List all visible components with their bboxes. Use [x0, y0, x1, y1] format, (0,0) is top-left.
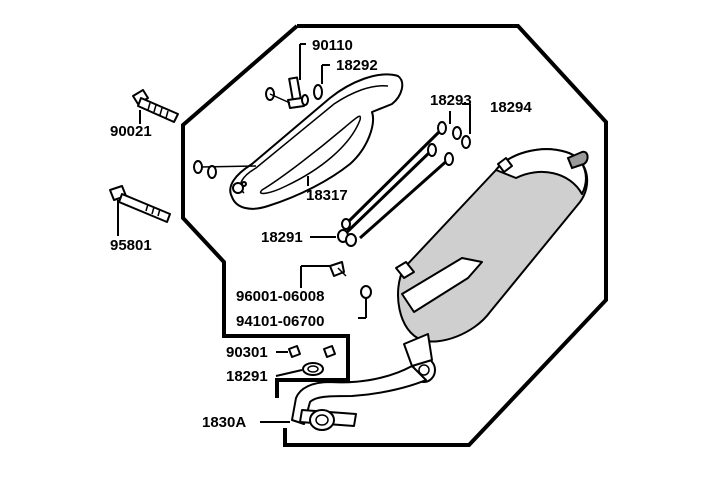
label-18291-lower: 18291 [226, 368, 268, 385]
label-18291-upper: 18291 [261, 229, 303, 246]
washer-18292 [301, 84, 323, 106]
bolt-90021 [132, 89, 179, 123]
gasket-18291-lower [302, 362, 324, 376]
shield-bolt-lower [193, 160, 257, 179]
label-90110: 90110 [312, 37, 353, 54]
label-96001-06008: 96001-06008 [236, 288, 324, 305]
group-outline [181, 24, 608, 447]
label-95801: 95801 [110, 237, 152, 254]
label-18294: 18294 [490, 99, 532, 116]
label-90021: 90021 [110, 123, 152, 140]
bolt-90110 [265, 76, 305, 109]
muffler-assembly [291, 148, 589, 431]
label-90301: 90301 [226, 344, 268, 361]
label-18292: 18292 [336, 57, 378, 74]
label-1830A: 1830A [202, 414, 246, 431]
bolt-95801 [109, 185, 171, 223]
screw-96001-06008 [329, 261, 347, 277]
nut-90301 [288, 345, 336, 358]
stud-set-18293-18294 [337, 121, 471, 247]
label-18317: 18317 [306, 187, 348, 204]
label-94101-06700: 94101-06700 [236, 313, 324, 330]
leader-lines [117, 43, 471, 423]
heat-shield [229, 73, 404, 210]
label-18293: 18293 [430, 92, 472, 109]
washer-94101-06700 [360, 285, 372, 299]
